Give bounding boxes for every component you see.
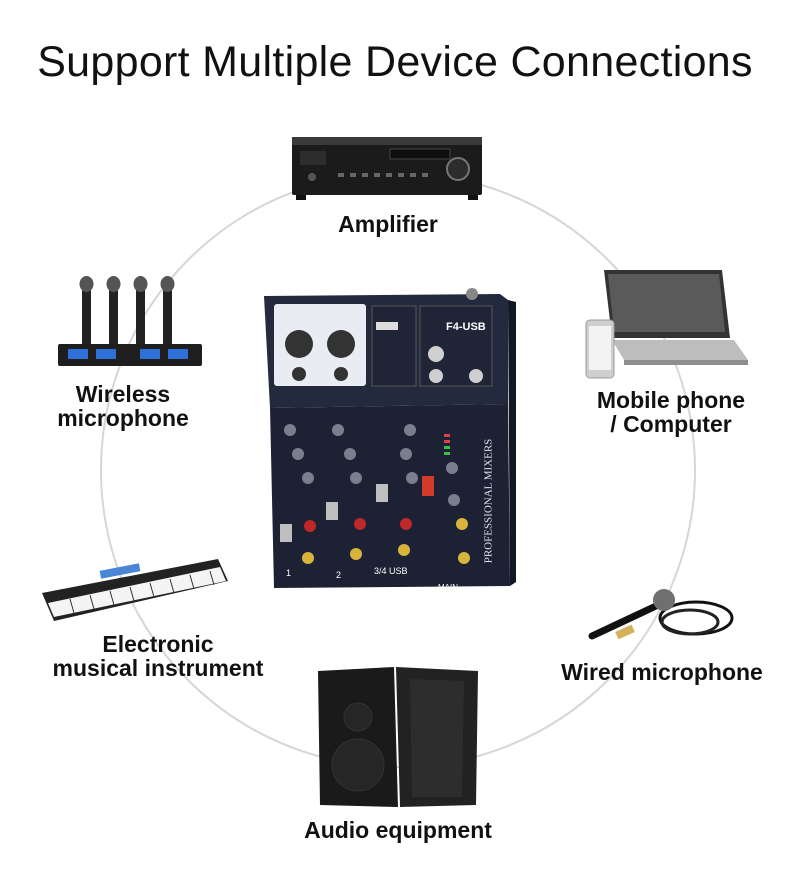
mixer-side-text: PROFESSIONAL MIXERS [482,438,495,564]
mixer-channel-2: 2 [336,570,342,580]
amplifier-device [290,133,486,208]
computer-label-line1: Mobile phone [596,387,746,413]
mixer-channel-34: 3/4 USB [374,566,408,576]
computer-label-line2: / Computer [610,411,732,437]
wireless-microphone-image [58,276,202,366]
keyboard-image [42,559,228,621]
wired-microphone-label: Wired microphone [561,659,763,685]
wireless-label-line2: microphone [57,405,189,431]
mixer-model-label: F4-USB [446,321,486,333]
audio-equipment-label: Audio equipment [304,817,492,843]
speakers-image [318,667,478,807]
keyboard-label: Electronic musical instrument [32,632,284,680]
computer-image [585,270,748,379]
wired-microphone-device [586,572,736,657]
keyboard-label-line2: musical instrument [52,655,264,681]
wired-microphone-image [588,589,734,640]
wireless-microphone-label: Wireless microphone [28,382,218,430]
computer-label: Mobile phone / Computer [578,388,764,436]
computer-device [584,268,750,389]
amplifier-image [292,137,482,200]
mixer-channel-1: 1 [286,568,292,578]
wireless-label-line1: Wireless [75,381,171,407]
keyboard-label-line1: Electronic [102,631,214,657]
mixer-image [264,288,516,588]
wireless-microphone-device [54,274,206,379]
speakers-device [314,665,484,816]
mixer-device [260,288,530,613]
page-title: Support Multiple Device Connections [37,38,753,86]
amplifier-label: Amplifier [338,211,438,237]
mixer-channel-main: MAIN [438,583,458,592]
keyboard-device [40,553,230,638]
